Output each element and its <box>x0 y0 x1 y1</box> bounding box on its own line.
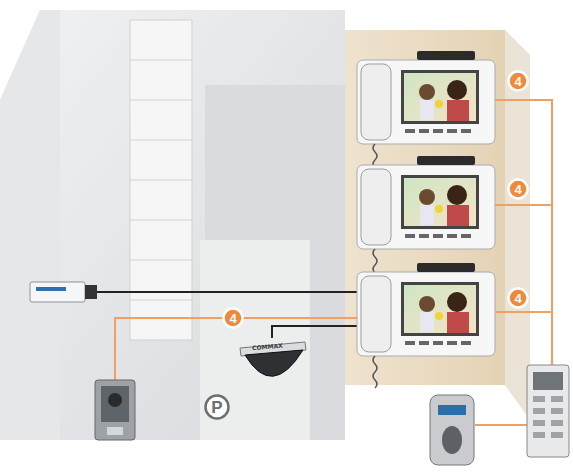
circle-shape <box>509 72 528 91</box>
circle-shape <box>206 396 229 419</box>
circle-shape <box>509 180 528 199</box>
window-rails <box>130 60 192 300</box>
panel-side <box>505 30 530 420</box>
callout-circle: 4 <box>222 307 244 329</box>
dome-camera <box>240 342 306 376</box>
video-cable <box>96 292 362 338</box>
parking-letter: P <box>211 399 222 416</box>
callout-number: 4 <box>514 75 521 88</box>
fingerprint-reader <box>430 395 474 465</box>
circle-shape <box>509 289 528 308</box>
building-side <box>0 10 60 440</box>
box-camera <box>30 282 97 302</box>
circle-shape <box>224 309 243 328</box>
door-station <box>527 365 569 457</box>
building <box>0 10 345 440</box>
callout-number: 4 <box>514 292 521 305</box>
ground <box>0 440 573 476</box>
callout-number: 4 <box>229 312 236 325</box>
orange-wire <box>115 100 552 425</box>
parking-sign: P <box>204 394 230 420</box>
callout-number: 4 <box>514 183 521 196</box>
door-camera <box>95 380 135 440</box>
callout-circle: 4 <box>507 178 529 200</box>
callout-circle: 4 <box>507 287 529 309</box>
building-block <box>200 240 310 440</box>
callout-circle: 4 <box>507 70 529 92</box>
